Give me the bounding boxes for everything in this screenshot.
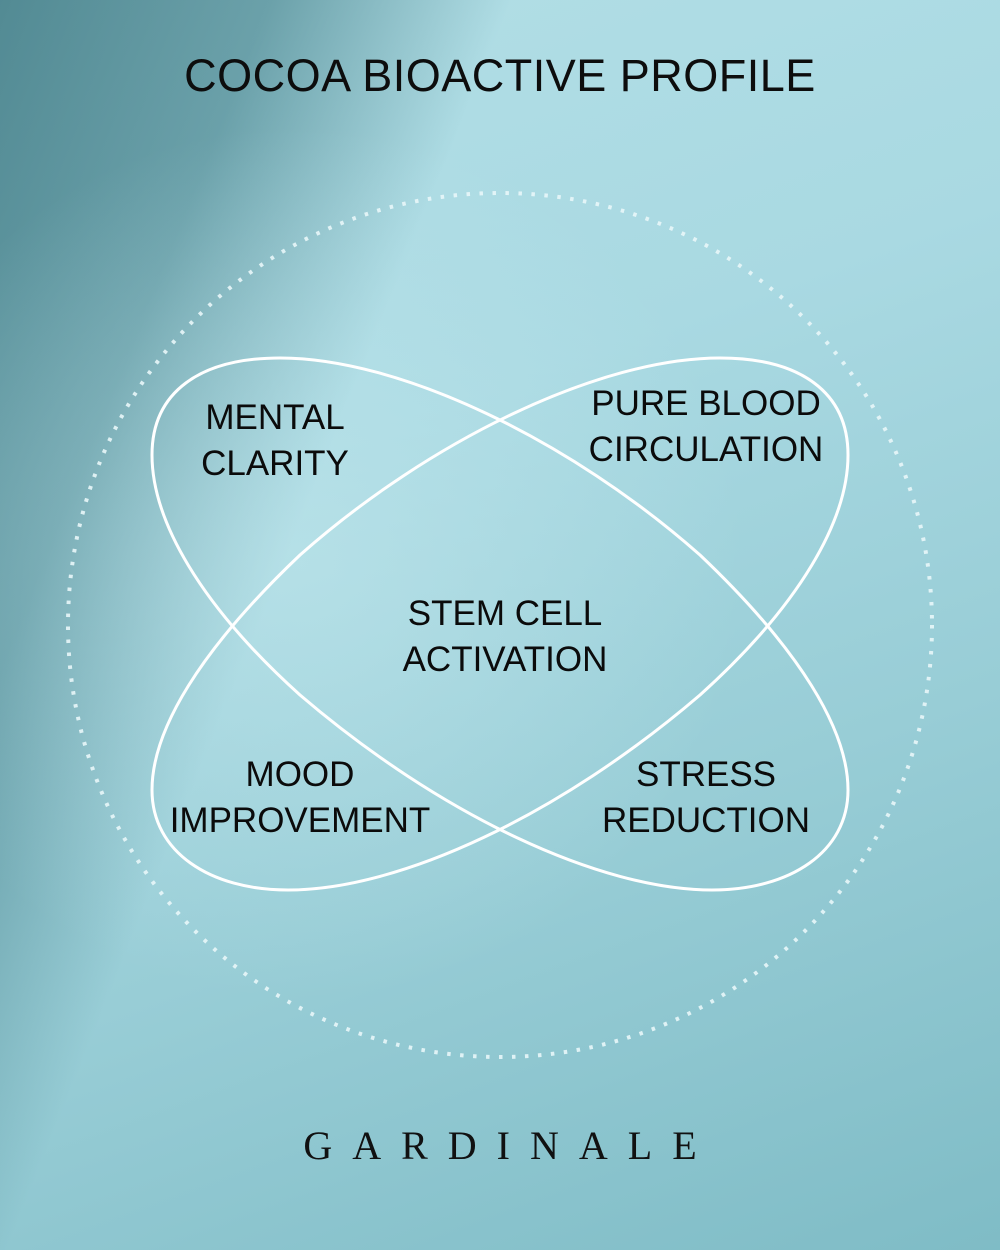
dotted-outer-circle [66, 191, 934, 1059]
label-mood-improvement: MOOD IMPROVEMENT [160, 752, 440, 844]
label-stress-reduction: STRESS REDUCTION [586, 752, 826, 844]
label-stem-cell-activation: STEM CELL ACTIVATION [380, 591, 630, 683]
label-line: PURE BLOOD [591, 384, 821, 423]
brand-logo: GARDINALE [303, 1123, 717, 1168]
label-mental-clarity: MENTAL CLARITY [175, 395, 375, 487]
label-line: STEM CELL [407, 594, 603, 633]
label-line: MENTAL [205, 398, 345, 437]
label-line: CLARITY [201, 444, 349, 483]
label-line: ACTIVATION [402, 640, 608, 679]
petal-topleft-bottomright [150, 356, 850, 892]
label-pure-blood-circulation: PURE BLOOD CIRCULATION [576, 381, 836, 473]
label-line: IMPROVEMENT [169, 801, 431, 840]
label-line: MOOD [245, 755, 355, 794]
label-line: STRESS [635, 755, 777, 794]
label-line: CIRCULATION [588, 430, 824, 469]
label-line: REDUCTION [601, 801, 811, 840]
petal-topright-bottomleft [150, 356, 850, 892]
page-title: COCOA BIOACTIVE PROFILE [184, 50, 816, 101]
